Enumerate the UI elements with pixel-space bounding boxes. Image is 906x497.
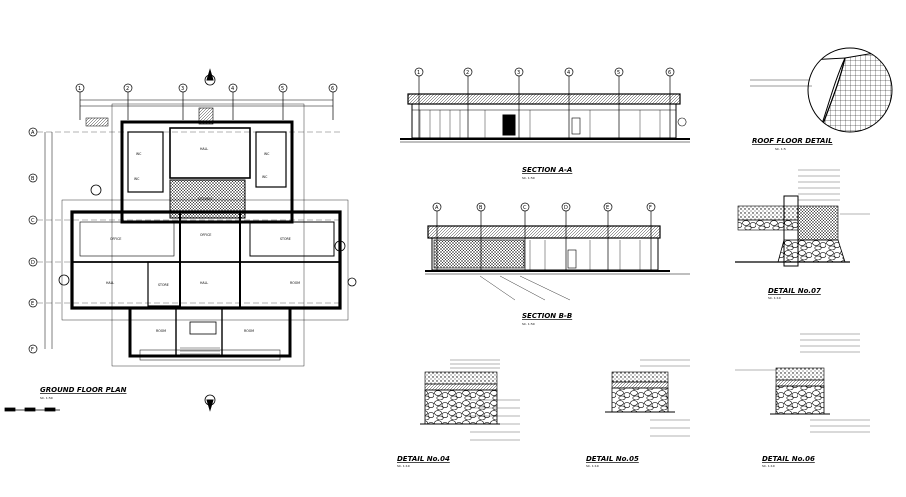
section-bb-scale: SC. 1:50 (522, 322, 535, 326)
room-label: WC (262, 175, 268, 179)
detail-06-scale: SC. 1:10 (762, 464, 775, 468)
room-label: KITCHEN (198, 197, 212, 201)
room-label: STORE (158, 283, 169, 287)
plan-title: GROUND FLOOR PLAN (40, 386, 127, 394)
room-label: OFFICE (110, 237, 121, 241)
detail-05-scale: SC. 1:10 (586, 464, 599, 468)
grid-label: A (435, 205, 439, 211)
plan-room-labels: WC WC HALL OFFICE OFFICE STORE HALL HALL… (106, 147, 300, 333)
grid-label: 2 (466, 70, 469, 76)
grid-label: 4 (567, 70, 570, 76)
grid-label: E (606, 205, 609, 211)
plan-scale: SC. 1:50 (40, 396, 53, 400)
grid-label: 6 (668, 70, 671, 76)
room-label: WC (136, 152, 142, 156)
grid-label: B (31, 176, 35, 182)
room-label: HALL (200, 281, 208, 285)
grid-label: F (649, 205, 652, 211)
room-label: HALL (200, 147, 208, 151)
room-label: HALL (106, 281, 114, 285)
grid-label: F (31, 347, 34, 353)
roof-detail-title: ROOF FLOOR DETAIL (752, 137, 833, 145)
grid-label: 3 (181, 86, 184, 92)
grid-label: D (564, 205, 568, 211)
grid-label: 1 (417, 70, 420, 76)
grid-label: B (479, 205, 483, 211)
grid-label: 1 (78, 86, 81, 92)
ground-floor-plan: 1 2 3 4 5 6 A B C D E F (4, 68, 357, 412)
detail-06 (735, 333, 870, 433)
grid-label: 5 (281, 86, 284, 92)
roof-detail-scale: SC. 1:5 (775, 147, 786, 151)
grid-label: 4 (231, 86, 234, 92)
grid-label: 5 (617, 70, 620, 76)
grid-label: E (31, 301, 34, 307)
section-bb-title: SECTION B-B (522, 312, 572, 320)
room-label: STORE (280, 237, 291, 241)
roof-floor-detail (750, 47, 893, 133)
room-label: OFFICE (200, 233, 211, 237)
detail-07-scale: SC. 1:10 (768, 296, 781, 300)
section-bb (425, 202, 690, 301)
detail-07-title: DETAIL No.07 (768, 287, 821, 295)
grid-label: C (31, 218, 35, 224)
detail-04-scale: SC. 1:10 (397, 464, 410, 468)
room-label: ROOM (156, 329, 166, 333)
detail-06-title: DETAIL No.06 (762, 455, 815, 463)
detail-04 (420, 359, 520, 441)
room-label: WC (264, 152, 270, 156)
section-aa-scale: SC. 1:50 (522, 176, 535, 180)
detail-04-title: DETAIL No.04 (397, 455, 450, 463)
grid-label: 6 (331, 86, 334, 92)
detail-07 (735, 169, 870, 267)
section-aa (400, 67, 690, 143)
detail-05 (605, 359, 690, 437)
grid-label: C (523, 205, 527, 211)
detail-05-title: DETAIL No.05 (586, 455, 639, 463)
room-label: ROOM (244, 329, 254, 333)
room-label: ROOM (290, 281, 300, 285)
room-label: WC (134, 177, 140, 181)
grid-label: 2 (126, 86, 129, 92)
section-aa-title: SECTION A-A (522, 166, 572, 174)
grid-label: 3 (517, 70, 520, 76)
grid-label: A (31, 130, 35, 136)
grid-label: D (31, 260, 35, 266)
